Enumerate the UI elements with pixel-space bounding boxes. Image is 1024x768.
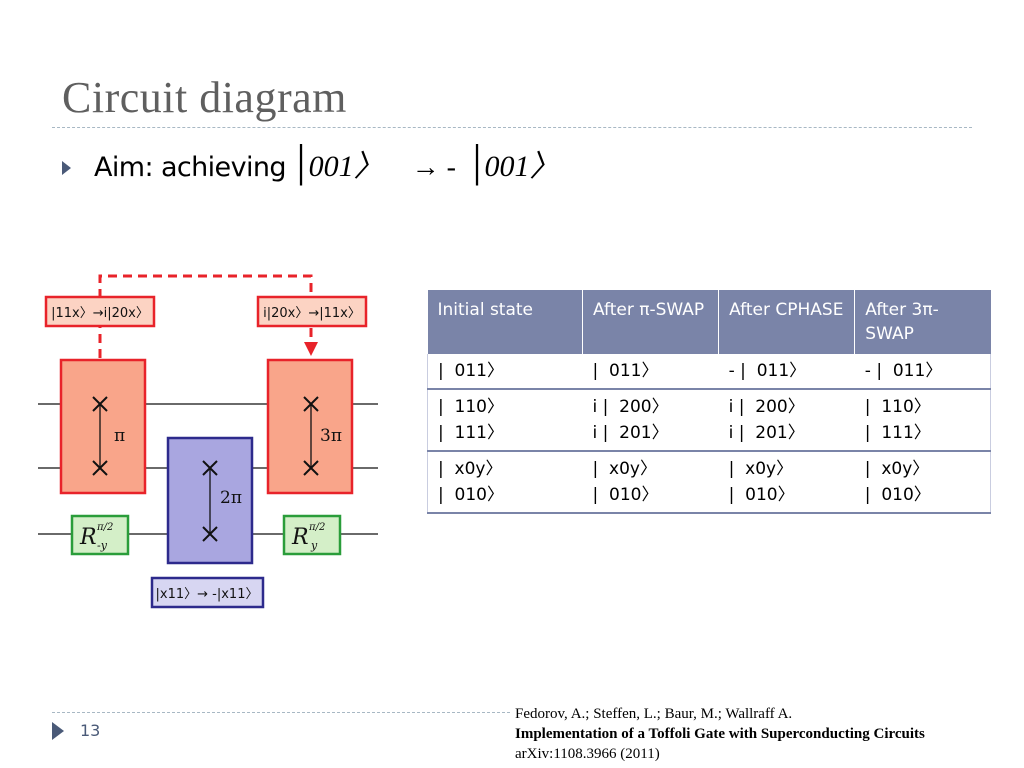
reference-title: Implementation of a Toffoli Gate with Su… [515, 726, 925, 742]
aim-statement: Aim: achieving | 001〉 → - | 001〉 [94, 138, 560, 185]
r-right-sub: y [310, 539, 318, 552]
swap-cross-icon [303, 396, 319, 412]
swap-cross-icon [92, 460, 108, 476]
cphase-gate [166, 436, 254, 565]
r-left-sup: π/2 [96, 522, 113, 533]
top-left-label: |11x〉→i|20x〉 [51, 306, 149, 321]
table-cell: | x0y〉| 010〉 [426, 451, 583, 514]
cphase-cross-icon [202, 460, 218, 476]
table-cell: | x0y〉| 010〉 [718, 451, 855, 514]
pi-swap-gate [59, 358, 147, 495]
header-initial-state: Initial state [427, 290, 584, 354]
page-title: Circuit diagram [62, 73, 347, 122]
top-right-label: i|20x〉→|11x〉 [263, 306, 361, 321]
table-cell: | x0y〉| 010〉 [854, 451, 991, 514]
classical-feedback-line [98, 274, 313, 358]
footer-divider [52, 712, 510, 713]
r-y-gate [282, 514, 342, 556]
page-number: 13 [80, 721, 101, 740]
r-right-sup: π/2 [308, 522, 325, 533]
reference-source: arXiv:1108.3966 (2011) [515, 746, 660, 762]
table-cell: | 110〉| 111〉 [854, 389, 991, 452]
nav-arrow-icon [52, 722, 64, 740]
swap-cross-icon [303, 460, 319, 476]
r-right-base: R [291, 525, 309, 550]
table-row: | 110〉| 111〉 i | 200〉i | 201〉 i | 200〉i … [426, 389, 991, 452]
ket-initial: 001〉 [308, 150, 384, 183]
ket-final: 001〉 [484, 150, 560, 183]
table-cell: | 011〉 [582, 354, 719, 390]
table-row: | 011〉 | 011〉 - | 011〉 - | 011〉 [426, 354, 991, 390]
table-cell: i | 200〉i | 201〉 [718, 389, 855, 452]
reference-authors: Fedorov, A.; Steffen, L.; Baur, M.; Wall… [515, 706, 793, 722]
r-minus-y-gate [70, 514, 130, 556]
ket-bar-left: | [293, 135, 307, 186]
r-left-base: R [79, 525, 97, 550]
reference: Fedorov, A.; Steffen, L.; Baur, M.; Wall… [515, 704, 925, 764]
bullet-arrow-icon [62, 161, 71, 175]
bottom-label: |x11〉→ -|x11〉 [156, 587, 259, 602]
two-pi-label: 2π [220, 488, 242, 508]
table-cell: | 110〉| 111〉 [426, 389, 583, 452]
state-table: Initial state After π-SWAP After CPHASE … [426, 290, 991, 514]
feedback-arrowhead [304, 342, 318, 356]
title-divider [52, 127, 972, 128]
circuit-diagram: |11x〉→i|20x〉 i|20x〉→|11x〉 π 3π 2π |x11〉→… [38, 274, 378, 609]
aim-label: Aim: achieving [94, 152, 287, 183]
table-cell: | x0y〉| 010〉 [582, 451, 719, 514]
table-header-row: Initial state After π-SWAP After CPHASE … [427, 290, 991, 354]
bottom-label-box [150, 576, 265, 609]
ket-bar-right: | [469, 135, 483, 186]
header-after-cphase: After CPHASE [718, 290, 856, 354]
table-cell: - | 011〉 [854, 354, 991, 390]
three-pi-swap-gate [266, 358, 354, 495]
table-cell: - | 011〉 [718, 354, 855, 390]
table-cell: i | 200〉i | 201〉 [582, 389, 719, 452]
r-left-sub: -y [97, 539, 108, 552]
swap-cross-icon [92, 396, 108, 412]
pi-label: π [114, 426, 125, 446]
three-pi-label: 3π [320, 426, 342, 446]
top-left-label-box [44, 295, 156, 328]
top-right-label-box [256, 295, 368, 328]
header-after-3pi-swap: After 3π-SWAP [854, 290, 991, 354]
table-row: | x0y〉| 010〉 | x0y〉| 010〉 | x0y〉| 010〉 |… [426, 451, 991, 514]
table-cell: | 011〉 [426, 354, 583, 390]
aim-arrow: → - [411, 152, 456, 183]
header-after-pi-swap: After π-SWAP [582, 290, 720, 354]
cphase-cross-icon [202, 526, 218, 542]
